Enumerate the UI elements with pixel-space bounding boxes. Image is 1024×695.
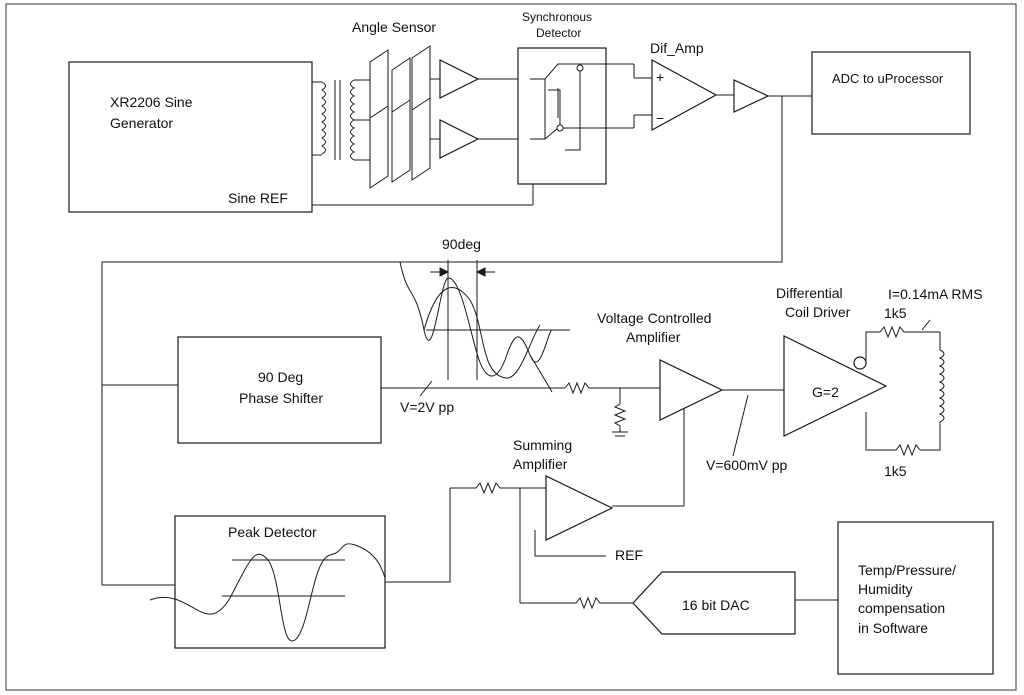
peak-detector-block: Peak Detector bbox=[149, 515, 386, 649]
summing-amp-label-2: Amplifier bbox=[513, 456, 568, 472]
output-buffer-amp bbox=[716, 79, 812, 113]
shunt-resistor bbox=[613, 403, 627, 432]
coil-driver-label-1: Differential bbox=[776, 285, 843, 301]
tick-v-shifter bbox=[419, 380, 433, 397]
phase-shifter-block: 90 Deg Phase Shifter bbox=[177, 336, 382, 444]
tick-v-vca bbox=[732, 394, 749, 457]
coil-driver-label-2: Coil Driver bbox=[785, 304, 851, 320]
dif-amp-minus: − bbox=[656, 110, 664, 126]
coil-driver-block: G=2 bbox=[783, 335, 888, 437]
dif-amp-block: + − bbox=[633, 58, 718, 132]
coil-current-label: I=0.14mA RMS bbox=[888, 286, 983, 302]
transformer-symbol bbox=[312, 79, 370, 161]
phase-annotation: 90deg bbox=[442, 236, 481, 252]
peak-detector-label: Peak Detector bbox=[228, 524, 317, 540]
sine-generator-label-1: XR2206 Sine bbox=[110, 94, 193, 110]
synchronous-detector-block bbox=[517, 47, 634, 185]
summing-ref-label: REF bbox=[615, 547, 643, 563]
buffer-amp-bottom bbox=[430, 119, 530, 159]
phase-shifter-label-2: Phase Shifter bbox=[239, 390, 323, 406]
v-vca-label: V=600mV pp bbox=[706, 457, 788, 473]
vca-label-2: Amplifier bbox=[626, 329, 681, 345]
adc-label: ADC to uProcessor bbox=[832, 71, 944, 86]
vca-block bbox=[659, 359, 784, 506]
sine-generator-label-2: Generator bbox=[110, 115, 173, 131]
summing-amp-label-1: Summing bbox=[513, 437, 572, 453]
angle-sensor-plates bbox=[369, 45, 431, 189]
compensation-label-4: in Software bbox=[858, 620, 928, 636]
coil-circuit bbox=[865, 319, 945, 457]
angle-sensor-label: Angle Sensor bbox=[352, 19, 436, 35]
buffer-amp-top bbox=[430, 59, 530, 99]
gain-label: G=2 bbox=[812, 384, 839, 400]
sine-ref-label: Sine REF bbox=[228, 190, 288, 206]
compensation-label-3: compensation bbox=[858, 600, 945, 616]
compensation-block: Temp/Pressure/ Humidity compensation in … bbox=[837, 521, 994, 675]
series-resistor bbox=[564, 381, 660, 395]
r-bottom-label: 1k5 bbox=[884, 463, 907, 479]
sync-detector-label-2: Detector bbox=[536, 26, 581, 40]
adc-block: ADC to uProcessor bbox=[811, 51, 971, 135]
sync-detector-label-1: Synchronous bbox=[522, 10, 592, 24]
feedback-wire bbox=[101, 96, 783, 586]
phase-shifter-label-1: 90 Deg bbox=[258, 369, 303, 385]
summing-amp-block: REF bbox=[534, 475, 684, 563]
r-top-label: 1k5 bbox=[884, 305, 907, 321]
vca-label-1: Voltage Controlled bbox=[597, 310, 711, 326]
sine-waves-figure bbox=[399, 260, 570, 393]
dif-amp-plus: + bbox=[656, 69, 664, 85]
dac-block: 16 bit DAC bbox=[520, 571, 838, 635]
dif-amp-label: Dif_Amp bbox=[650, 40, 704, 56]
compensation-label-2: Humidity bbox=[858, 581, 912, 597]
compensation-label-1: Temp/Pressure/ bbox=[858, 562, 956, 578]
summing-input-resistor bbox=[450, 481, 546, 495]
v-shifter-label: V=2V pp bbox=[400, 399, 454, 415]
diagram-frame bbox=[5, 3, 1017, 691]
sine-generator-block: XR2206 Sine Generator Sine REF bbox=[68, 61, 313, 213]
dac-label: 16 bit DAC bbox=[682, 597, 750, 613]
